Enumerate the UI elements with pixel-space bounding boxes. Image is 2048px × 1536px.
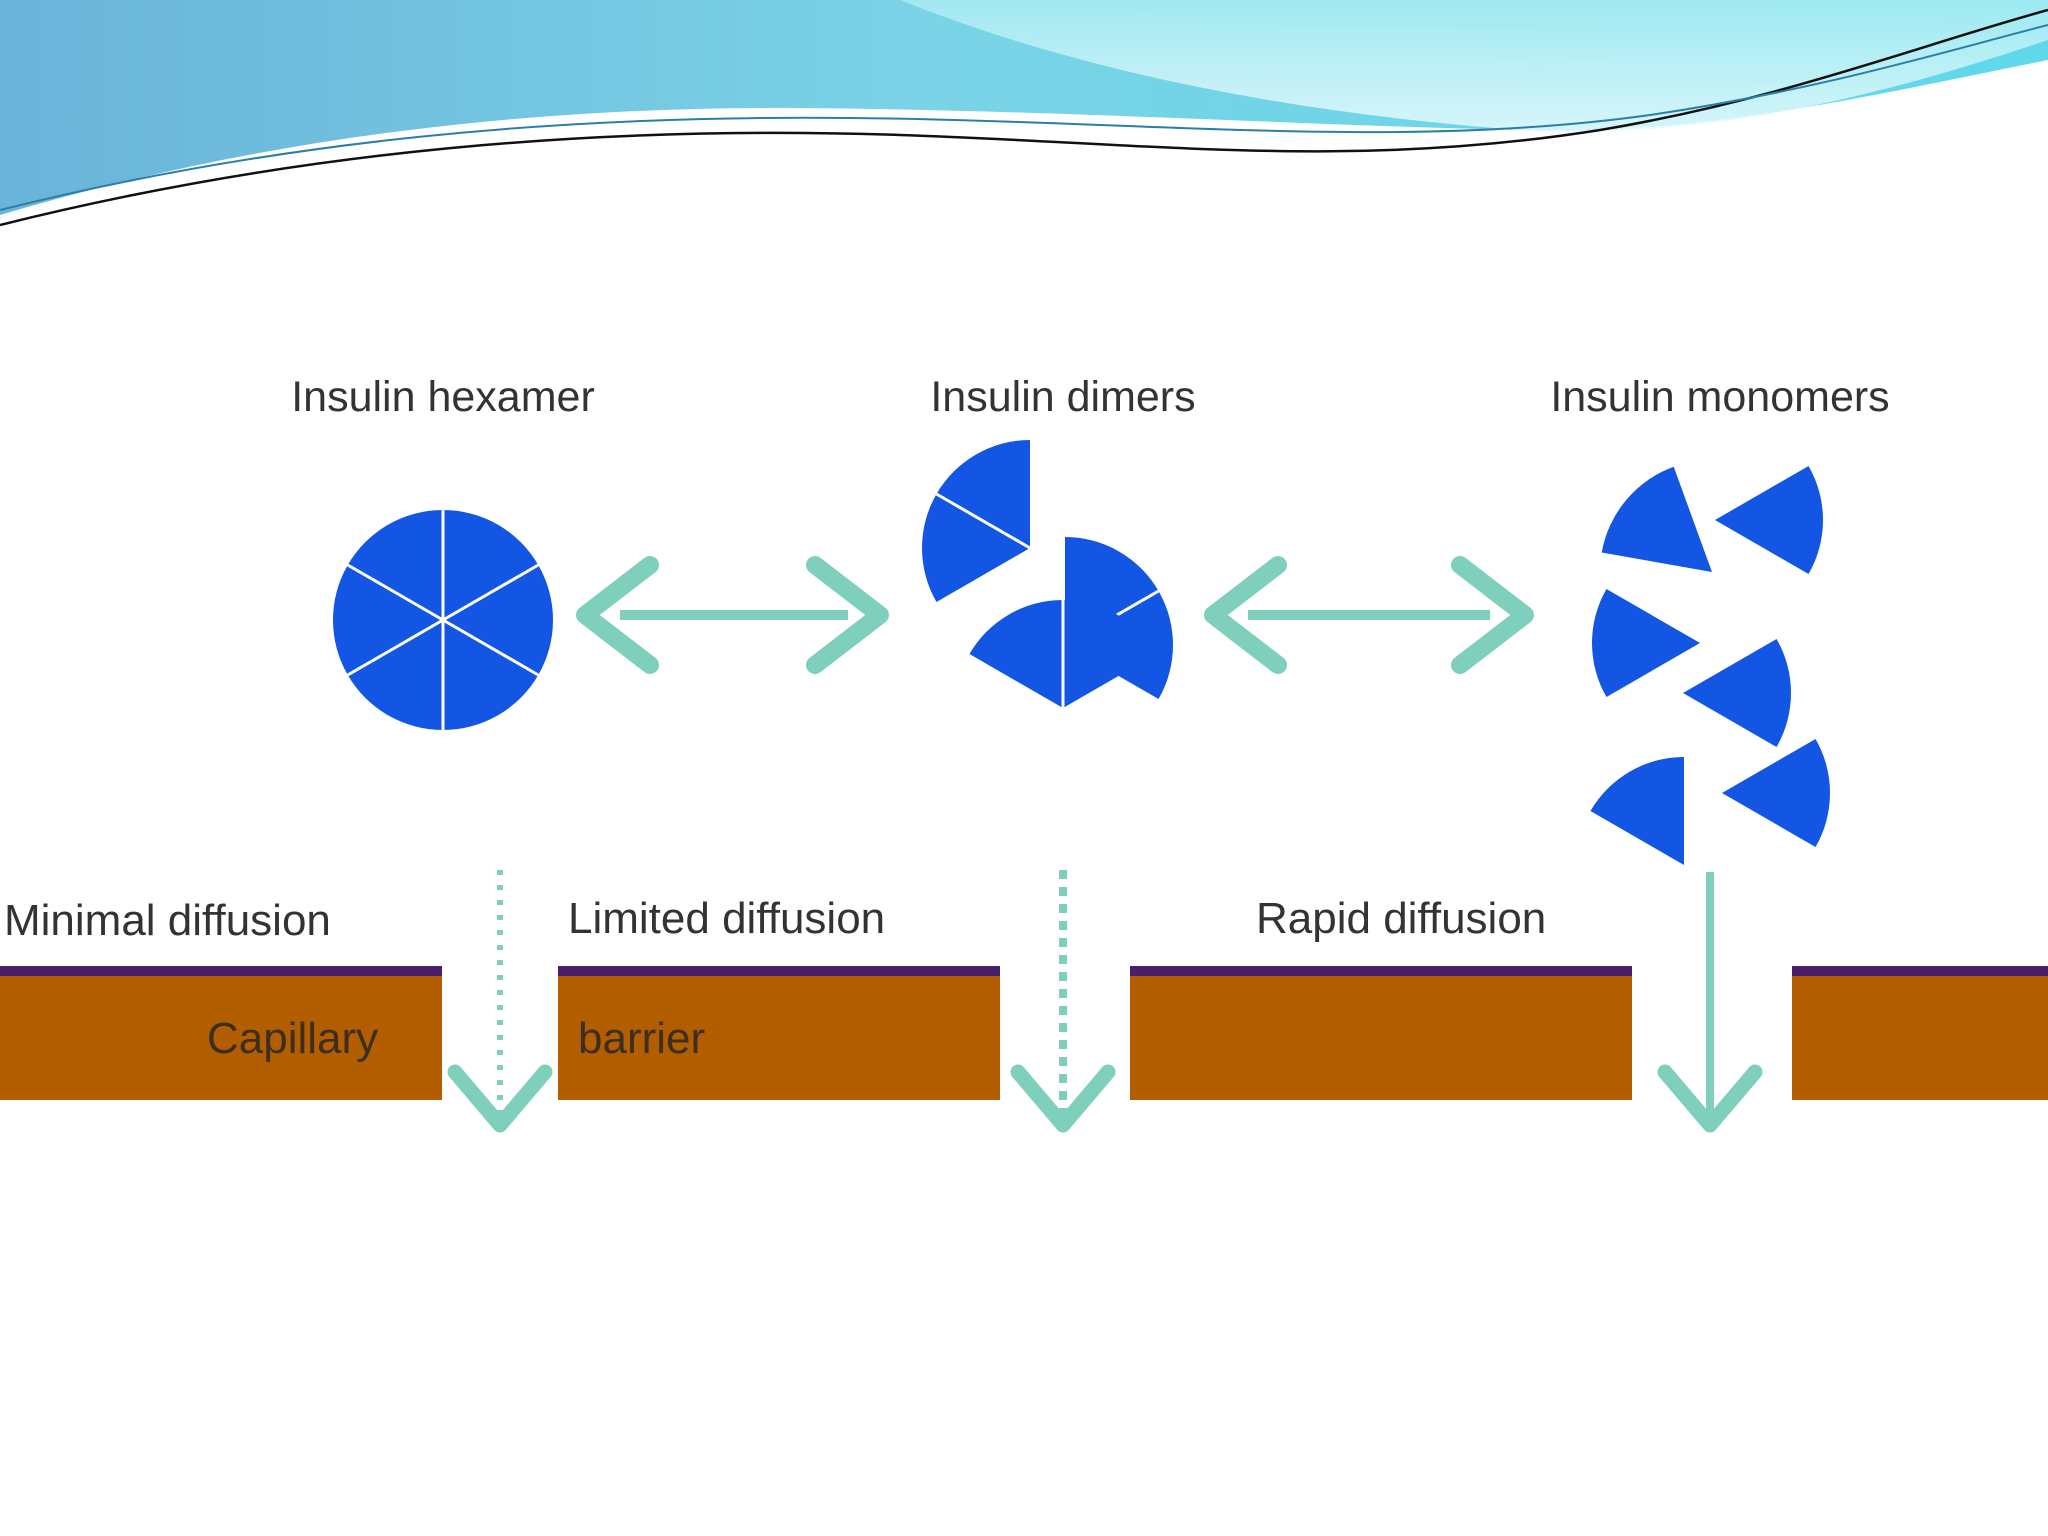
barrier-segment bbox=[0, 966, 442, 1100]
subunit-divider bbox=[442, 563, 540, 622]
monomer bbox=[1683, 639, 1792, 747]
subunit-divider bbox=[442, 618, 540, 677]
equilibrium-arrow-dimers-monomers bbox=[1204, 556, 1534, 674]
barrier-segment bbox=[558, 966, 1000, 1100]
capillary-barrier bbox=[0, 966, 2048, 1100]
label-insulin-dimers: Insulin dimers bbox=[930, 373, 1195, 421]
label-minimal-diffusion: Minimal diffusion bbox=[4, 896, 331, 945]
diffusion-arrow-limited bbox=[1010, 870, 1116, 1133]
label-capillary: Capillary bbox=[207, 1014, 378, 1063]
barrier-segment bbox=[1792, 966, 2048, 1100]
subunit-divider bbox=[346, 618, 444, 677]
monomer bbox=[1591, 589, 1700, 697]
label-insulin-monomers: Insulin monomers bbox=[1550, 373, 1889, 421]
insulin-dimers-shapes bbox=[922, 440, 1173, 708]
dimer-pair bbox=[922, 440, 1030, 602]
subunit-divider bbox=[346, 563, 444, 622]
hexamer-subunit bbox=[443, 620, 539, 730]
hexamer-subunit bbox=[347, 620, 443, 730]
insulin-hexamer-shape bbox=[333, 510, 553, 730]
monomer bbox=[1722, 739, 1830, 847]
label-rapid-diffusion: Rapid diffusion bbox=[1256, 894, 1546, 943]
hexamer-subunit bbox=[347, 510, 443, 620]
hexamer-subunit bbox=[333, 565, 443, 675]
monomer bbox=[1590, 757, 1684, 865]
monomer bbox=[1715, 466, 1823, 574]
diffusion-arrow-minimal bbox=[447, 870, 553, 1133]
header-wave bbox=[0, 0, 2048, 227]
insulin-monomers-shapes bbox=[1590, 466, 1830, 865]
diffusion-arrow-rapid bbox=[1657, 872, 1763, 1133]
subunit-divider bbox=[935, 492, 1031, 550]
monomer bbox=[1601, 466, 1712, 572]
hexamer-subunit bbox=[443, 565, 553, 675]
label-barrier: barrier bbox=[578, 1014, 705, 1063]
barrier-segment bbox=[1130, 966, 1632, 1100]
label-insulin-hexamer: Insulin hexamer bbox=[291, 373, 595, 421]
hexamer-subunit bbox=[443, 510, 539, 620]
equilibrium-arrow-hexamer-dimers bbox=[576, 556, 889, 674]
label-limited-diffusion: Limited diffusion bbox=[568, 894, 885, 943]
